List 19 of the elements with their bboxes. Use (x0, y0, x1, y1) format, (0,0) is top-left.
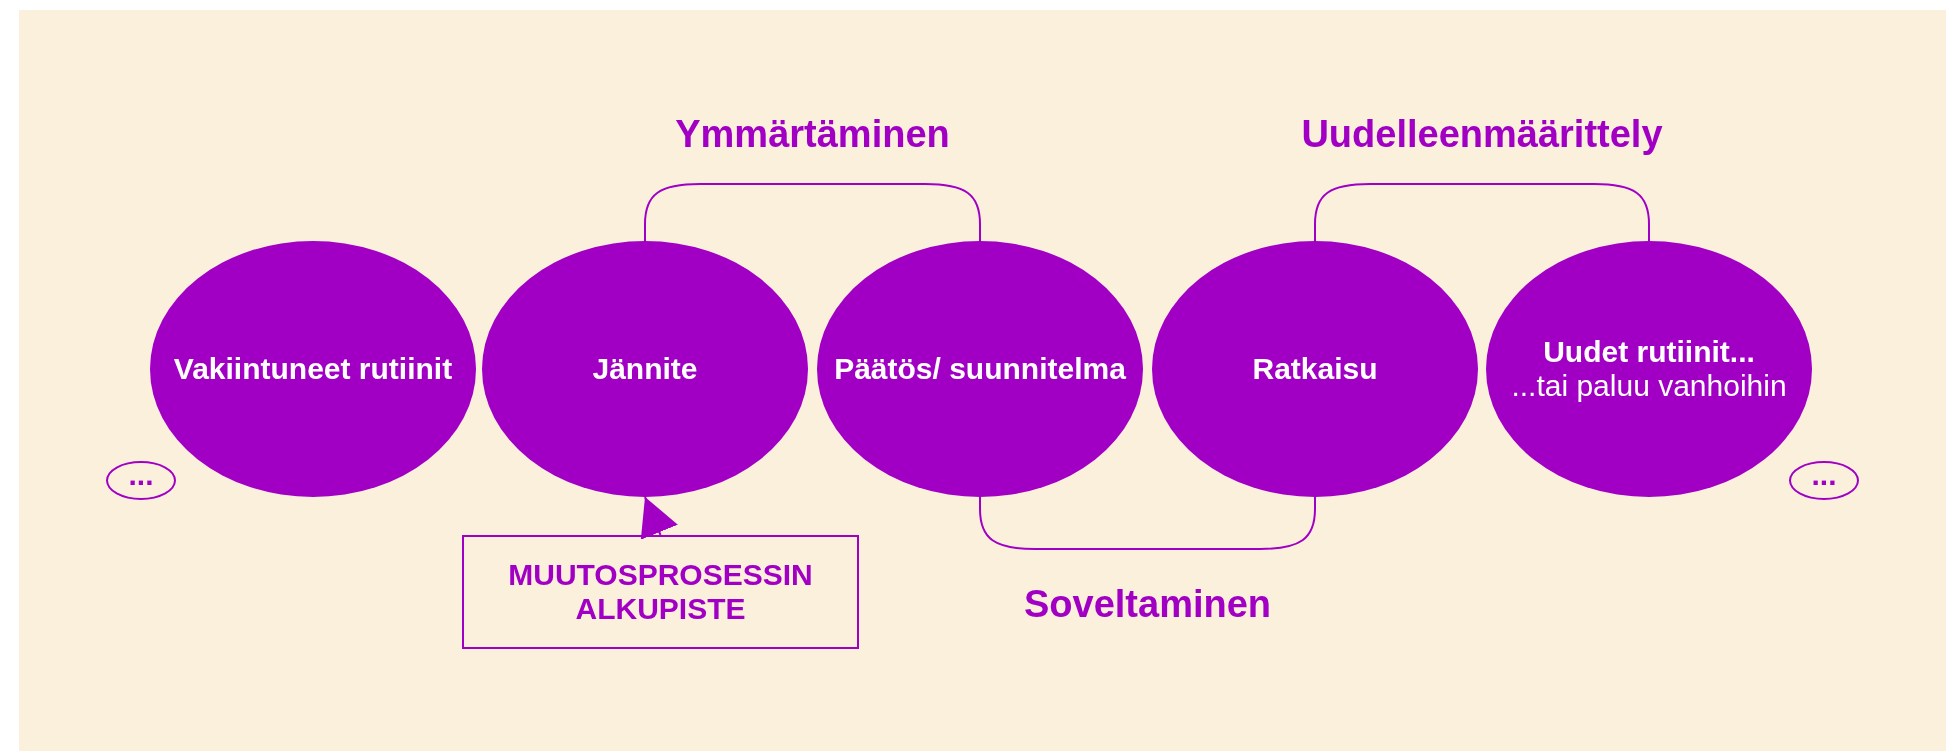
node-label: ... (128, 459, 154, 490)
node-label: ... (1811, 459, 1837, 490)
arrow (640, 496, 678, 540)
bracket-connector (1314, 183, 1650, 242)
node-label: ...tai paluu vanhoihin (1511, 369, 1787, 404)
continuation-oval (1789, 461, 1859, 500)
node-label: Päätös/ suunnitelma (834, 351, 1126, 387)
node-label: Uudet rutiinit... (1543, 334, 1755, 369)
node-label: Ratkaisu (1252, 351, 1378, 387)
continuation-oval (106, 461, 176, 500)
edge-label: Uudelleenmäärittely (1301, 115, 1663, 153)
edge-label: Soveltaminen (1023, 585, 1272, 623)
bracket-connector (979, 496, 1316, 550)
node-label: Jännite (592, 351, 698, 387)
node-label: Vakiintuneet rutiinit (173, 351, 453, 387)
edge-label: Ymmärtäminen (675, 115, 950, 153)
start-point-box (462, 535, 859, 649)
bracket-connector (644, 183, 981, 242)
node-label: MUUTOSPROSESSIN ALKUPISTE (507, 557, 814, 627)
